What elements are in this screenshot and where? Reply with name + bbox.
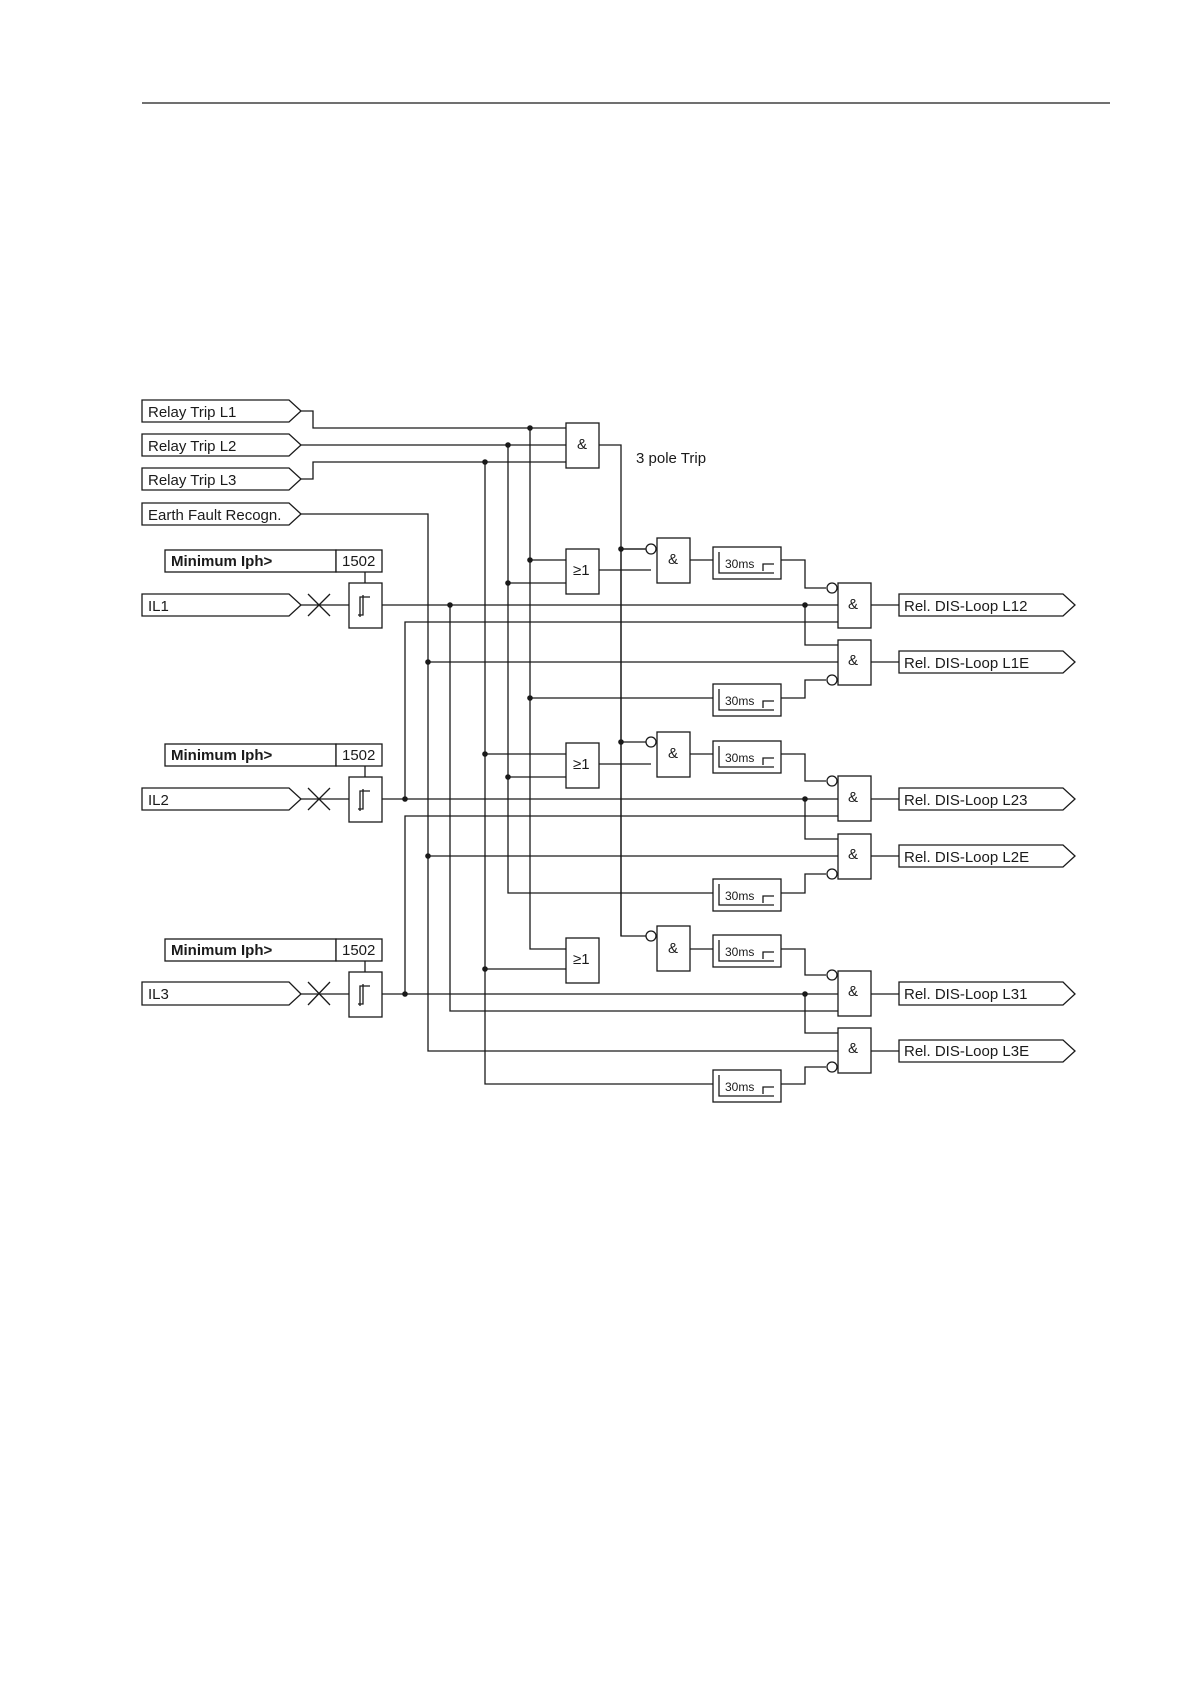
param-min-iph-2: Minimum Iph> 1502 bbox=[164, 743, 383, 767]
junction-dots bbox=[402, 425, 808, 997]
and-gate-loop-l3e: & bbox=[826, 1027, 872, 1074]
param-min-iph-3: Minimum Iph> 1502 bbox=[164, 938, 383, 962]
input-il2: IL2 bbox=[141, 787, 331, 811]
output-loop-l2e: Rel. DIS-Loop L2E bbox=[898, 844, 1076, 868]
gate-symbol: & bbox=[848, 789, 858, 806]
input-relay-trip-l1: Relay Trip L1 bbox=[141, 399, 302, 423]
input-label: IL1 bbox=[148, 598, 169, 615]
timer-delay-icon bbox=[718, 746, 774, 768]
output-loop-l1e: Rel. DIS-Loop L1E bbox=[898, 650, 1076, 674]
param-address: 1502 bbox=[342, 553, 375, 570]
and-gate-inhibit-2: & bbox=[645, 731, 691, 778]
timer-1: 30ms bbox=[712, 546, 782, 580]
switch-cross-icon bbox=[307, 787, 331, 811]
gate-symbol: ≥1 bbox=[573, 756, 590, 773]
output-label: Rel. DIS-Loop L31 bbox=[904, 986, 1027, 1003]
timer-delay-icon bbox=[718, 689, 774, 711]
and-gate-inhibit-3: & bbox=[645, 925, 691, 972]
timer-label: 30ms bbox=[725, 945, 754, 959]
input-label: Relay Trip L2 bbox=[148, 438, 236, 455]
timer-label: 30ms bbox=[725, 1080, 754, 1094]
gate-symbol: & bbox=[848, 1040, 858, 1057]
input-label: Earth Fault Recogn. bbox=[148, 507, 281, 524]
input-label: Relay Trip L1 bbox=[148, 404, 236, 421]
output-label: Rel. DIS-Loop L3E bbox=[904, 1043, 1029, 1060]
timer-delay-icon bbox=[718, 884, 774, 906]
gate-symbol: ≥1 bbox=[573, 562, 590, 579]
output-loop-l31: Rel. DIS-Loop L31 bbox=[898, 981, 1076, 1006]
timer-label: 30ms bbox=[725, 751, 754, 765]
gate-symbol: & bbox=[848, 596, 858, 613]
and-gate-3pole: & bbox=[565, 422, 600, 469]
timer-delay-icon bbox=[718, 1075, 774, 1097]
input-earth-fault: Earth Fault Recogn. bbox=[141, 502, 302, 526]
and-gate-inhibit-1: & bbox=[645, 537, 691, 584]
input-label: Relay Trip L3 bbox=[148, 472, 236, 489]
timer-delay-icon bbox=[718, 940, 774, 962]
threshold-block-il3 bbox=[348, 971, 383, 1018]
three-pole-trip-label: 3 pole Trip bbox=[636, 450, 706, 467]
input-label: IL2 bbox=[148, 792, 169, 809]
and-gate-loop-l23: & bbox=[826, 775, 872, 822]
and-gate-loop-l1e: & bbox=[826, 639, 872, 686]
gate-symbol: & bbox=[668, 940, 678, 957]
input-relay-trip-l2: Relay Trip L2 bbox=[141, 433, 302, 457]
threshold-block-il1 bbox=[348, 582, 383, 629]
gate-symbol: ≥1 bbox=[573, 951, 590, 968]
hysteresis-icon bbox=[358, 789, 370, 811]
timer-6: 30ms bbox=[712, 1069, 782, 1103]
timer-5: 30ms bbox=[712, 934, 782, 968]
timer-label: 30ms bbox=[725, 694, 754, 708]
timer-2: 30ms bbox=[712, 683, 782, 717]
param-label: Minimum Iph> bbox=[171, 553, 272, 570]
and-gate-loop-l2e: & bbox=[826, 833, 872, 880]
output-loop-l12: Rel. DIS-Loop L12 bbox=[898, 593, 1076, 617]
hysteresis-icon bbox=[358, 984, 370, 1006]
gate-symbol: & bbox=[668, 551, 678, 568]
gate-symbol: & bbox=[577, 436, 587, 453]
param-label: Minimum Iph> bbox=[171, 747, 272, 764]
timer-4: 30ms bbox=[712, 878, 782, 912]
param-label: Minimum Iph> bbox=[171, 942, 272, 959]
output-label: Rel. DIS-Loop L12 bbox=[904, 598, 1027, 615]
and-gate-loop-l12: & bbox=[826, 582, 872, 629]
gate-symbol: & bbox=[668, 745, 678, 762]
threshold-block-il2 bbox=[348, 776, 383, 823]
input-il3: IL3 bbox=[141, 981, 331, 1006]
or-gate-2: ≥1 bbox=[565, 742, 600, 789]
gate-symbol: & bbox=[848, 846, 858, 863]
output-label: Rel. DIS-Loop L1E bbox=[904, 655, 1029, 672]
input-relay-trip-l3: Relay Trip L3 bbox=[141, 467, 302, 491]
output-label: Rel. DIS-Loop L2E bbox=[904, 849, 1029, 866]
param-address: 1502 bbox=[342, 942, 375, 959]
timer-delay-icon bbox=[718, 552, 774, 574]
and-gate-loop-l31: & bbox=[826, 969, 872, 1017]
gate-symbol: & bbox=[848, 652, 858, 669]
or-gate-1: ≥1 bbox=[565, 548, 600, 595]
gate-symbol: & bbox=[848, 983, 858, 1000]
timer-label: 30ms bbox=[725, 889, 754, 903]
timer-3: 30ms bbox=[712, 740, 782, 774]
switch-cross-icon bbox=[307, 981, 331, 1006]
wires bbox=[301, 410, 899, 1085]
input-label: IL3 bbox=[148, 986, 169, 1003]
output-loop-l23: Rel. DIS-Loop L23 bbox=[898, 787, 1076, 811]
or-gate-3: ≥1 bbox=[565, 937, 600, 984]
hysteresis-icon bbox=[358, 595, 370, 617]
output-loop-l3e: Rel. DIS-Loop L3E bbox=[898, 1039, 1076, 1063]
param-address: 1502 bbox=[342, 747, 375, 764]
input-il1: IL1 bbox=[141, 593, 331, 617]
timer-label: 30ms bbox=[725, 557, 754, 571]
output-label: Rel. DIS-Loop L23 bbox=[904, 792, 1027, 809]
param-min-iph-1: Minimum Iph> 1502 bbox=[164, 549, 383, 573]
switch-cross-icon bbox=[307, 593, 331, 617]
